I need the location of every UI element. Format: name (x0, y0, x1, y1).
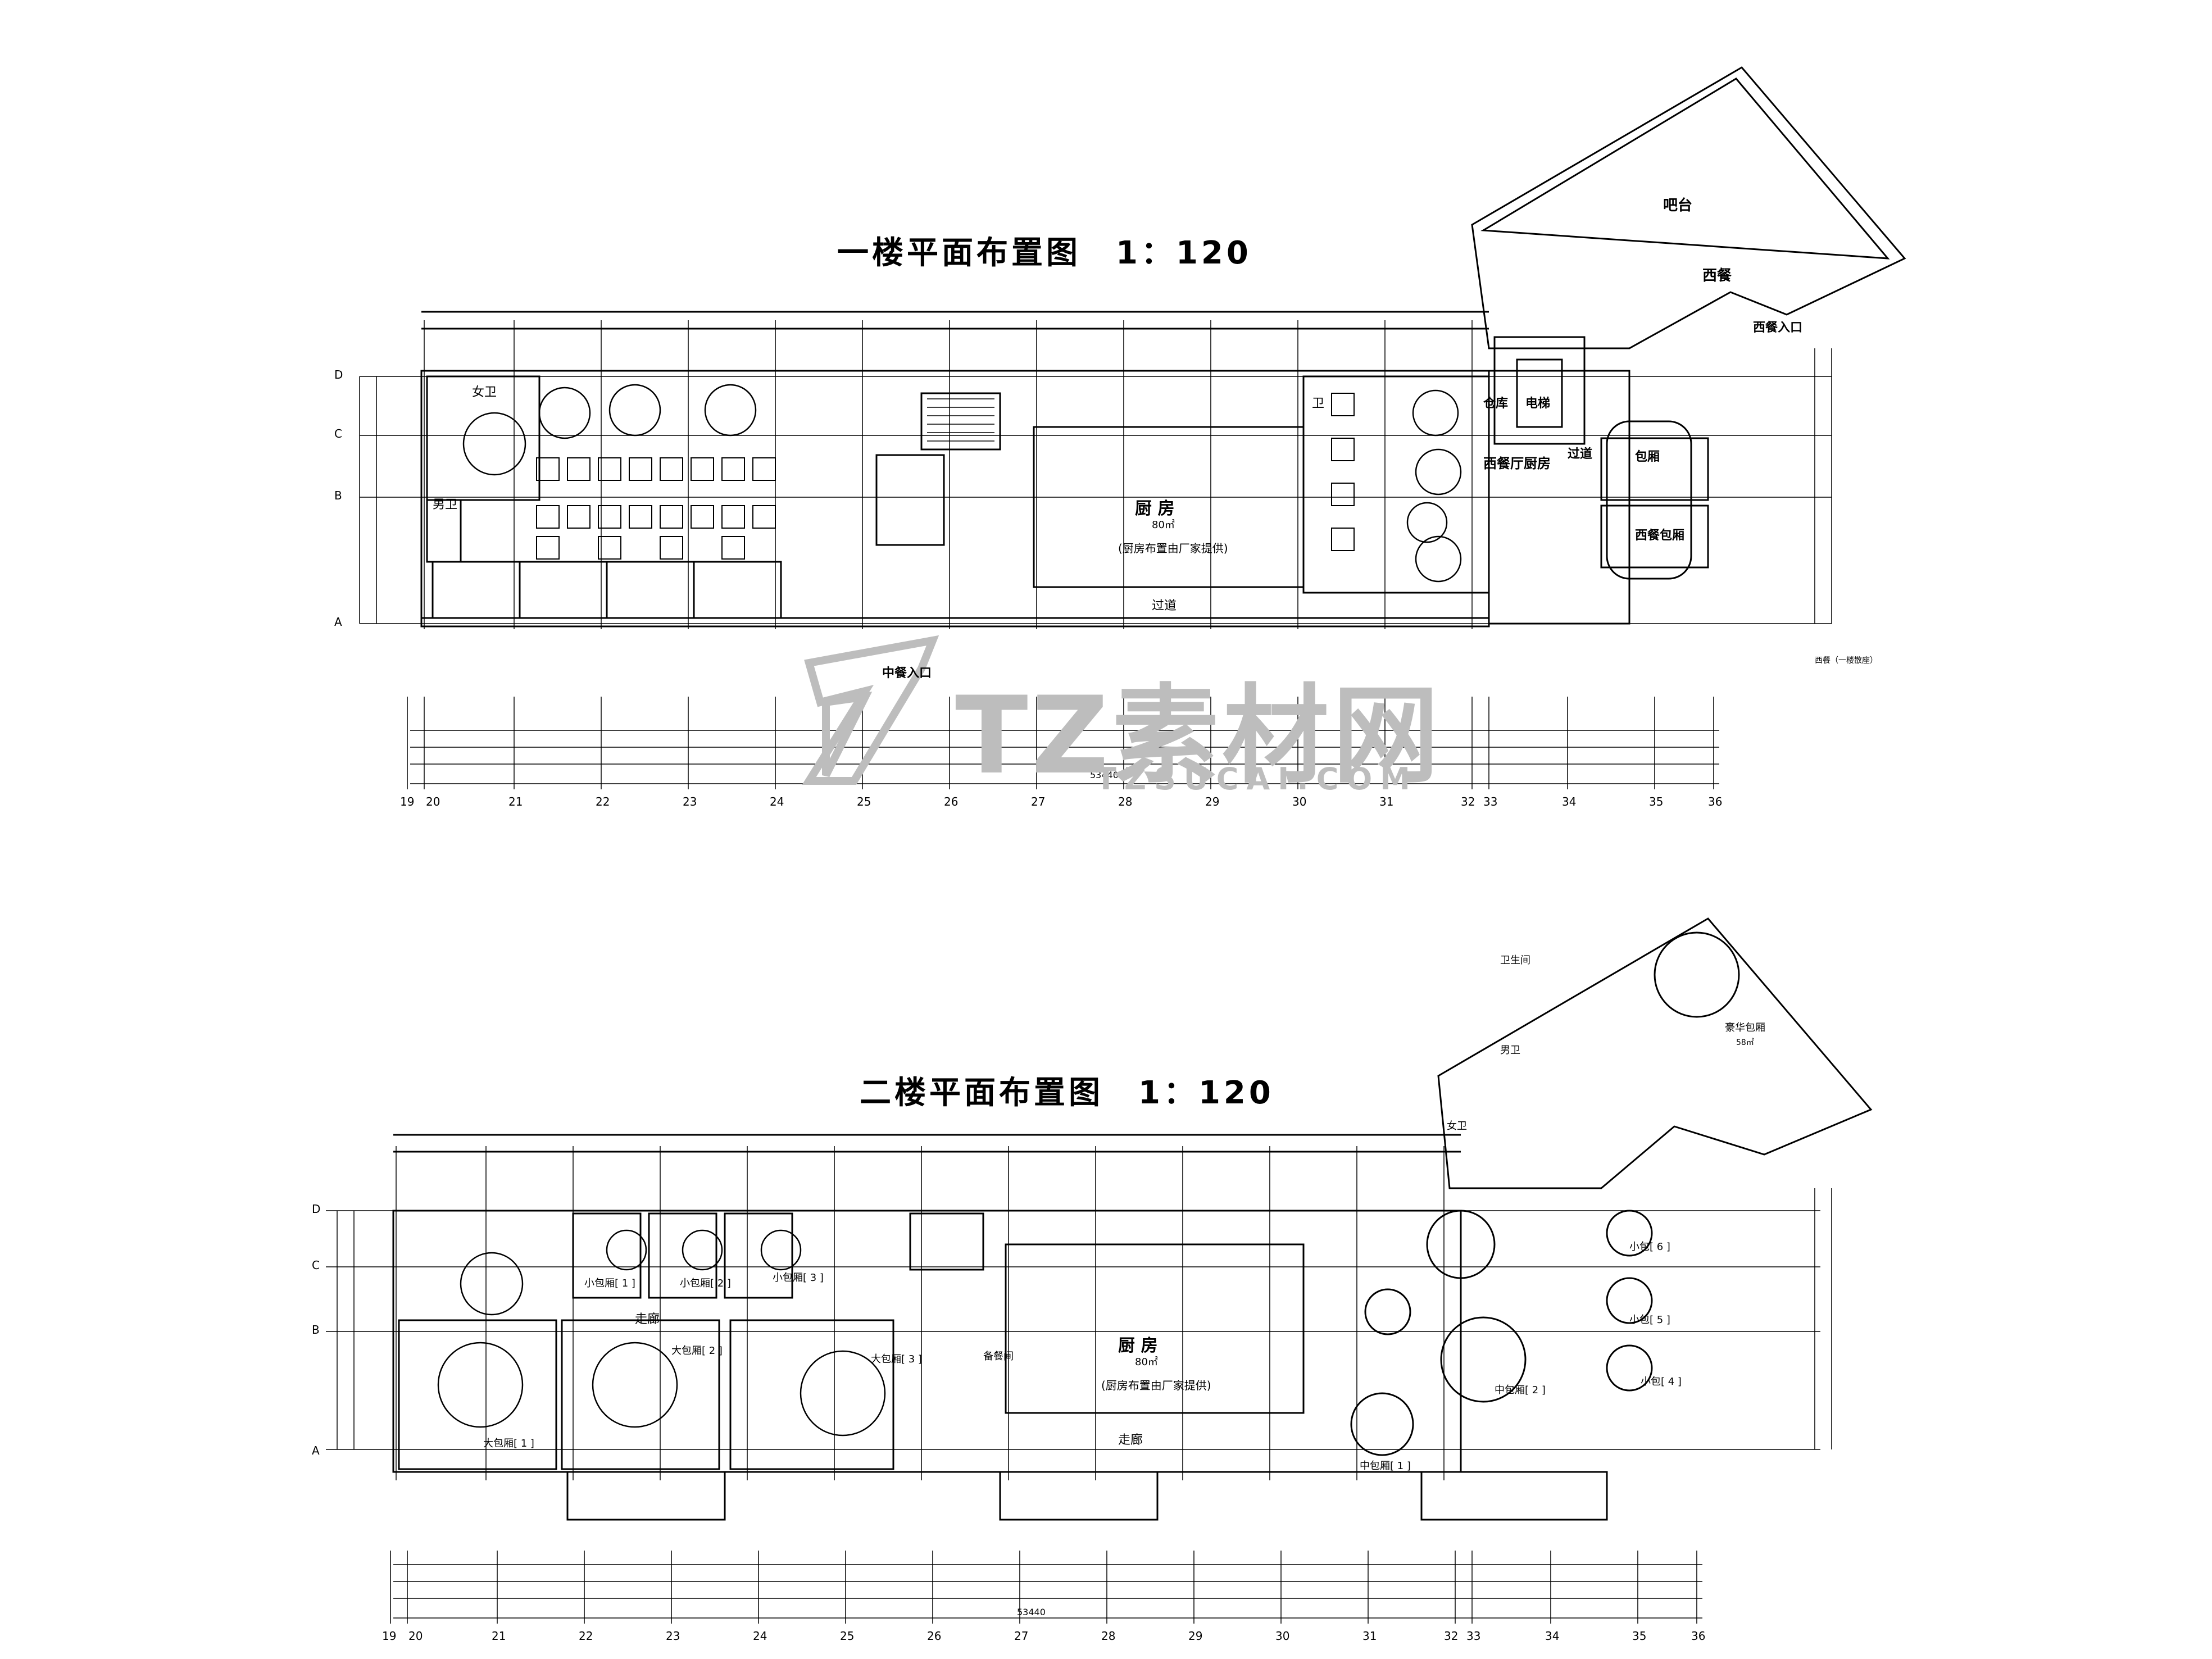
plan1-axis-33: 33 (1483, 795, 1498, 808)
plan2-axis-24: 24 (753, 1629, 767, 1643)
watermark-brand: TZ素材网 (955, 674, 1443, 798)
plan2-axis-35: 35 (1632, 1629, 1647, 1643)
plan1-western: 西餐 (1702, 267, 1732, 284)
plan1-kitchen-area: 80㎡ (1152, 519, 1175, 531)
plan1-western-kitchen: 西餐厅厨房 (1483, 456, 1551, 471)
plan1-axis-19: 19 (400, 795, 415, 808)
plan1-entrance: 中餐入口 (882, 666, 932, 680)
plan2-row-a: A (312, 1444, 320, 1457)
plan2-mid1: 中包厢[ 1 ] (1360, 1460, 1411, 1472)
plan1-axis-30: 30 (1292, 795, 1307, 808)
plan2-axis-29: 29 (1188, 1629, 1203, 1643)
plan1-western-entrance: 西餐入口 (1753, 321, 1803, 335)
plan2-hall: 走廊 (635, 1312, 660, 1326)
plan2-axis-25: 25 (840, 1629, 855, 1643)
plan2-axis-36: 36 (1691, 1629, 1706, 1643)
plan1-tables (462, 384, 1462, 583)
plan1-axis-21: 21 (508, 795, 523, 808)
plan1-axis-24: 24 (770, 795, 784, 808)
plan2-ladies: 女卫 (1447, 1120, 1467, 1132)
plan2-small1: 小包厢[ 1 ] (584, 1278, 635, 1289)
plan1-axis-28: 28 (1118, 795, 1133, 808)
plan2-axis-30: 30 (1275, 1629, 1290, 1643)
plan2-kitchen-note: (厨房布置由厂家提供) (1101, 1379, 1211, 1392)
plan1-walls (360, 66, 1906, 629)
plan1-side-note: 西餐（一楼散座） (1815, 656, 1878, 665)
plan2-large1: 大包厢[ 1 ] (483, 1438, 534, 1449)
plan1-row-b: B (334, 489, 342, 502)
plan1-row-d: D (334, 368, 343, 381)
plan2-axis-22: 22 (579, 1629, 593, 1643)
plan2-total-dim: 53440 (1017, 1607, 1046, 1617)
plan2-axis-27: 27 (1014, 1629, 1029, 1643)
plan2-axis-26: 26 (927, 1629, 942, 1643)
plan2-luxury: 豪华包厢 (1725, 1022, 1765, 1034)
plan2-axis-23: 23 (666, 1629, 680, 1643)
plan2-axis-31: 31 (1362, 1629, 1377, 1643)
plan2-row-c: C (312, 1258, 320, 1272)
plan1-kitchen-note: (厨房布置由厂家提供) (1118, 542, 1228, 555)
plan2-axis-33: 33 (1466, 1629, 1481, 1643)
plan2-prep: 备餐间 (983, 1351, 1014, 1362)
plan2-row-b: B (312, 1323, 320, 1337)
plan1-private-room: 包厢 (1635, 450, 1660, 464)
plan2-axis-20: 20 (408, 1629, 423, 1643)
plan1-axis-26: 26 (944, 795, 959, 808)
plan1-row-a: A (334, 615, 342, 629)
plan1-elevator: 电梯 (1525, 397, 1551, 411)
plan2-walls (326, 917, 1873, 1521)
plan2-luxury-area: 58㎡ (1736, 1038, 1754, 1047)
plan1-title: 一楼平面布置图 1：120 (837, 235, 1252, 271)
plan1-axis-23: 23 (683, 795, 697, 808)
plan2-small2: 小包厢[ 2 ] (680, 1278, 731, 1289)
plan2-small3: 小包厢[ 3 ] (773, 1272, 824, 1284)
plan2-axis-32: 32 (1444, 1629, 1459, 1643)
plan1-axis-36: 36 (1708, 795, 1723, 808)
plan2-tables (437, 1229, 886, 1437)
plan1-axis-35: 35 (1649, 795, 1664, 808)
plan2-axis-28: 28 (1101, 1629, 1116, 1643)
plan1-row-c: C (334, 427, 342, 440)
plan2-large2: 大包厢[ 2 ] (671, 1345, 723, 1357)
plan2-large3: 大包厢[ 3 ] (871, 1353, 922, 1365)
plan1-axis-34: 34 (1562, 795, 1577, 808)
plan1-corridor: 过道 (1152, 599, 1177, 613)
plan1-mens: 男卫 (433, 498, 458, 512)
plan1-western-private: 西餐包厢 (1635, 529, 1685, 543)
plan2-title: 二楼平面布置图 1：120 (860, 1075, 1274, 1111)
plan1-axis-29: 29 (1205, 795, 1220, 808)
plan2-mid2: 中包厢[ 2 ] (1495, 1384, 1546, 1396)
plan2-small5: 小包[ 5 ] (1629, 1314, 1670, 1326)
watermark-url: TZSUCAI.COM (1096, 761, 1419, 797)
plan2-row-d: D (312, 1202, 321, 1216)
plan2-small4: 小包[ 4 ] (1641, 1376, 1682, 1388)
plan1-dimensions (359, 348, 1832, 789)
plan2-wc-room: 卫生间 (1500, 955, 1530, 966)
plan1-axis-22: 22 (596, 795, 610, 808)
plan2-kitchen-label: 厨 房 (1118, 1336, 1158, 1356)
plan2-dimensions (337, 1188, 1832, 1624)
plan2-axis-21: 21 (492, 1629, 506, 1643)
plan1-axis-32: 32 (1461, 795, 1475, 808)
plan1-storage: 仓库 (1483, 397, 1509, 411)
plan2-corridor: 走廊 (1118, 1433, 1143, 1447)
plan1-wc: 卫 (1312, 397, 1325, 411)
plan1-ladies: 女卫 (472, 385, 497, 399)
plan2-axis-34: 34 (1545, 1629, 1560, 1643)
plan1-bar: 吧台 (1663, 197, 1693, 214)
plan2-kitchen-area: 80㎡ (1135, 1356, 1158, 1368)
plan1-axis-25: 25 (857, 795, 871, 808)
plan1-axis-20: 20 (426, 795, 440, 808)
watermark-logo (802, 635, 939, 785)
plan2-mens: 男卫 (1500, 1044, 1520, 1056)
plan1-kitchen-label: 厨 房 (1135, 499, 1175, 519)
plan1-axis-31: 31 (1379, 795, 1394, 808)
plan1-axis-27: 27 (1031, 795, 1046, 808)
plan1-total-dim: 53440 (1090, 770, 1119, 780)
plan2-small6: 小包[ 6 ] (1629, 1241, 1670, 1253)
plan1-passage: 过道 (1568, 447, 1593, 461)
plan2-axis-19: 19 (382, 1629, 397, 1643)
